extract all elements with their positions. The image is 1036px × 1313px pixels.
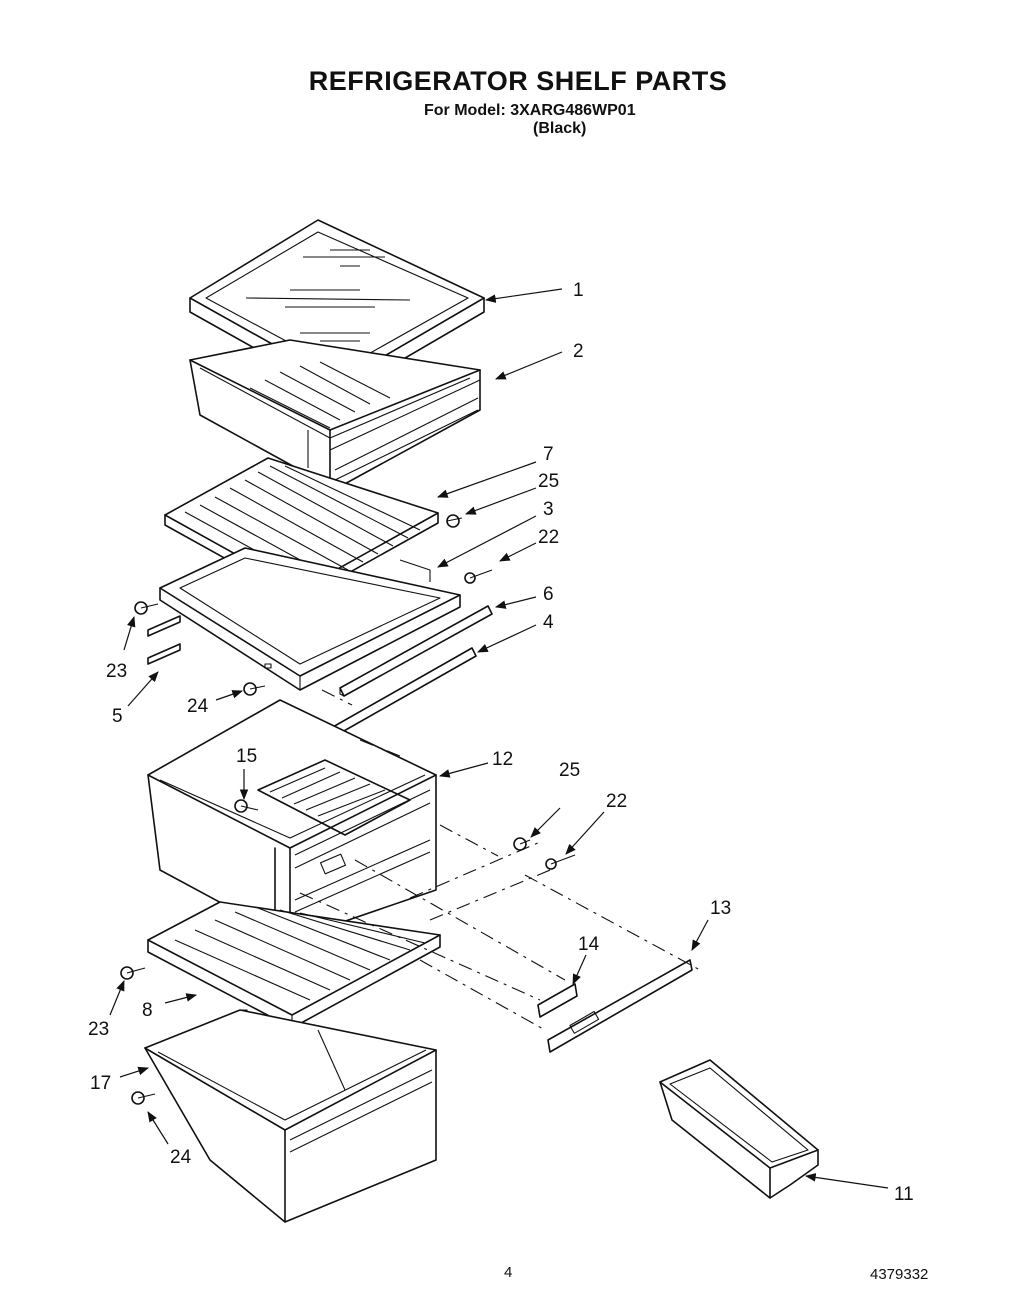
callout-8: 8 xyxy=(142,1000,153,1021)
color-line: (Black) xyxy=(533,120,587,137)
callout-13: 13 xyxy=(710,898,731,919)
callout-1: 1 xyxy=(573,280,584,301)
callout-3: 3 xyxy=(543,499,554,520)
callout-11: 11 xyxy=(894,1184,914,1205)
callout-23b: 23 xyxy=(88,1019,109,1040)
callout-25: 25 xyxy=(538,471,559,492)
document-number: 4379332 xyxy=(870,1266,929,1283)
callout-4: 4 xyxy=(543,612,554,633)
screw-25b xyxy=(513,837,531,851)
model-line: For Model: 3XARG486WP01 xyxy=(424,102,636,119)
callout-2: 2 xyxy=(573,341,584,362)
callout-22: 22 xyxy=(538,527,559,548)
callout-17: 17 xyxy=(90,1073,111,1094)
callout-labels: 1 2 7 25 3 22 6 4 23 5 24 12 15 25 22 13… xyxy=(88,280,914,1205)
clip-22a xyxy=(464,569,493,584)
part-12-drawer xyxy=(147,699,437,941)
callout-22b: 22 xyxy=(606,791,627,812)
part-13-trim xyxy=(547,959,693,1053)
screw-23b xyxy=(120,966,146,980)
screw-24a xyxy=(243,682,266,696)
page-number: 4 xyxy=(504,1264,513,1281)
part-6-rail xyxy=(339,605,493,697)
part-14-bracket xyxy=(537,983,578,1018)
screw-24b xyxy=(131,1091,156,1105)
callout-5: 5 xyxy=(112,706,123,727)
callout-7: 7 xyxy=(543,444,554,465)
assembly-dashes xyxy=(299,689,701,1031)
screw-23a xyxy=(134,601,159,615)
clip-22b xyxy=(545,854,576,870)
callout-23: 23 xyxy=(106,661,127,682)
callout-24b: 24 xyxy=(170,1147,192,1168)
leader-lines xyxy=(109,288,889,1189)
part-11-bin xyxy=(659,1059,819,1199)
screw-25a xyxy=(446,514,463,528)
callout-6: 6 xyxy=(543,584,554,605)
callout-24: 24 xyxy=(187,696,209,717)
part-8-grate xyxy=(147,901,441,1029)
callout-15: 15 xyxy=(236,746,257,767)
part-17-drawer xyxy=(144,1009,437,1223)
page-title: REFRIGERATOR SHELF PARTS xyxy=(308,66,728,96)
part-3-frame xyxy=(147,547,461,691)
part-2-pan xyxy=(189,339,481,493)
callout-14: 14 xyxy=(578,934,600,955)
callout-12: 12 xyxy=(492,749,513,770)
callout-25b: 25 xyxy=(559,760,580,781)
